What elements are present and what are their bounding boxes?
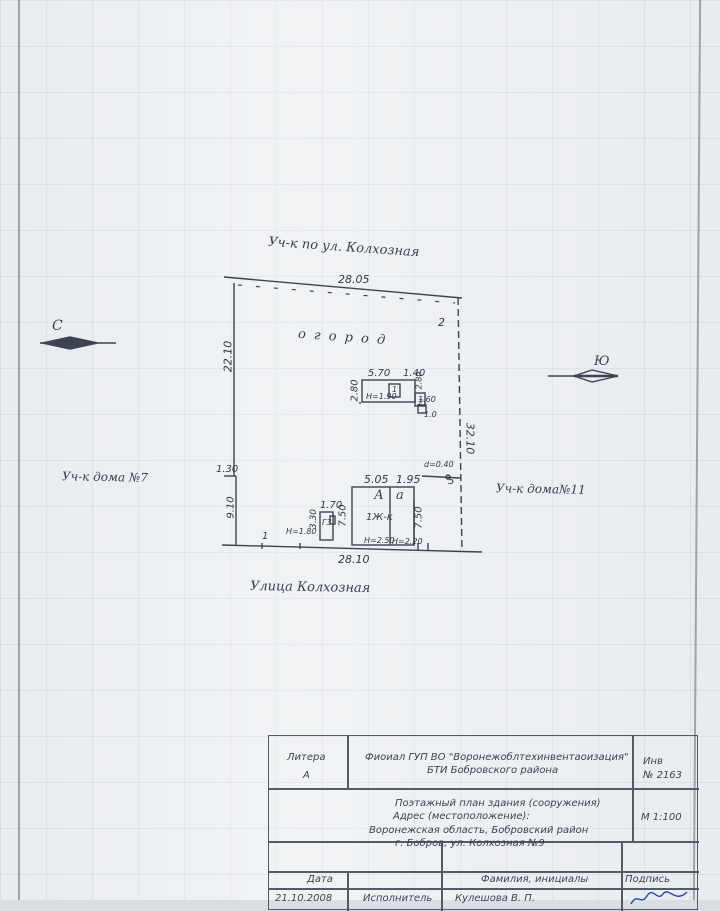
- house-letter-a: а: [396, 488, 404, 503]
- inventory-number: № 2163: [643, 770, 683, 781]
- executor-label: Исполнитель: [363, 893, 433, 904]
- scale-label: М 1:100: [641, 812, 682, 823]
- point-2: 2: [438, 316, 445, 329]
- shed-label-1: 1: [392, 385, 398, 394]
- dim-top: 28.05: [338, 273, 370, 286]
- point-1: 1: [262, 531, 269, 542]
- shed-porch: [417, 404, 427, 414]
- north-arrow: [40, 336, 116, 350]
- shed-width-2: 1.40: [403, 368, 426, 379]
- north-label: С: [52, 318, 63, 334]
- south-label: Ю: [594, 354, 610, 369]
- shed-height-inner: 2.80: [414, 371, 424, 390]
- org-line-2: БТИ Бобровского района: [427, 765, 559, 776]
- house-type: 1Ж-к: [366, 512, 393, 523]
- org-line-1: Фиоиал ГУП ВО "Воронежоблтехинвентаоизац…: [365, 752, 629, 763]
- dim-left-upper: 22.10: [221, 340, 235, 373]
- title-block: Литера А Фиоиал ГУП ВО "Воронежоблтехинв…: [268, 735, 699, 911]
- shed-h-note: H=1.90: [366, 392, 397, 401]
- litera-label: Литера: [287, 752, 326, 763]
- garage-label: Г3: [322, 518, 332, 527]
- right-neighbor-label: Уч-к дома№11: [495, 481, 586, 497]
- title-line-4: г. Бобров, ул. Колхозная №9: [395, 838, 545, 849]
- shed-cell: [388, 383, 401, 398]
- house-height-right: 7.50: [413, 506, 425, 529]
- house-width-1: 5.05: [364, 473, 389, 486]
- dim-left-step: 1.30: [216, 464, 239, 475]
- stamp-row-1: [269, 788, 699, 790]
- gate-line: [421, 475, 461, 479]
- garage-width: 1.70: [320, 500, 343, 511]
- boundary-right: [457, 297, 463, 553]
- title-line-2: Адрес (местоположение):: [393, 811, 530, 822]
- garage-door: [329, 515, 336, 525]
- dim-bottom: 28.10: [338, 553, 370, 566]
- house-h-note2: H=2.20: [392, 537, 423, 546]
- house-h-note: H=2.50: [364, 536, 395, 545]
- inventory-label: Инв: [643, 756, 663, 767]
- executor-name: Кулешова В. П.: [455, 893, 535, 904]
- date-value: 21.10.2008: [275, 893, 333, 904]
- surname-header: Фамилия, инициалы: [481, 874, 589, 885]
- stamp-row-4: [269, 888, 699, 890]
- left-neighbor-label: Уч-к дома №7: [61, 469, 149, 485]
- point-5: 5: [448, 476, 455, 487]
- title-line-1: Поэтажный план здания (сооружения): [395, 798, 601, 809]
- gate-post: [445, 474, 451, 480]
- house-width-2: 1.95: [396, 473, 421, 486]
- litera-value: А: [303, 770, 310, 781]
- boundary-bottom: [221, 544, 483, 553]
- fence-top: [237, 284, 456, 304]
- stamp-row-3: [269, 871, 699, 873]
- boundary-top: [223, 276, 463, 299]
- shed-small: [414, 392, 426, 407]
- shed-height-small: 1.60: [418, 395, 436, 404]
- garage-h-note: H=1.80: [286, 527, 317, 536]
- signature-header: Подпись: [625, 874, 670, 885]
- date-header: Дата: [307, 874, 333, 885]
- street-label: Улица Колхозная: [249, 578, 371, 597]
- gate-width: d=0.40: [424, 460, 454, 469]
- south-arrow: [548, 369, 619, 383]
- shed-label-2: 2: [418, 398, 424, 407]
- stamp-row-2: [269, 841, 699, 843]
- shed-main: [361, 379, 416, 403]
- stamp-divider-1: [347, 736, 349, 788]
- stamp-divider-4: [441, 841, 443, 911]
- garage-rect: [319, 511, 334, 541]
- stamp-divider-3: [347, 871, 349, 911]
- shed-width-1: 5.70: [368, 368, 391, 379]
- title-line-3: Воронежская область, Бобровский район: [369, 825, 589, 836]
- dim-right: 32.10: [463, 422, 477, 455]
- house-letter-A: А: [374, 488, 384, 503]
- dim-left-lower: 9.10: [225, 496, 237, 519]
- shed-bottom-dim: 1.0: [424, 410, 437, 419]
- shed-height-left: 2.80: [349, 379, 361, 402]
- sheet-frame-left: [18, 0, 20, 900]
- signature-scribble-icon: [630, 891, 688, 905]
- stamp-divider-5: [621, 841, 623, 911]
